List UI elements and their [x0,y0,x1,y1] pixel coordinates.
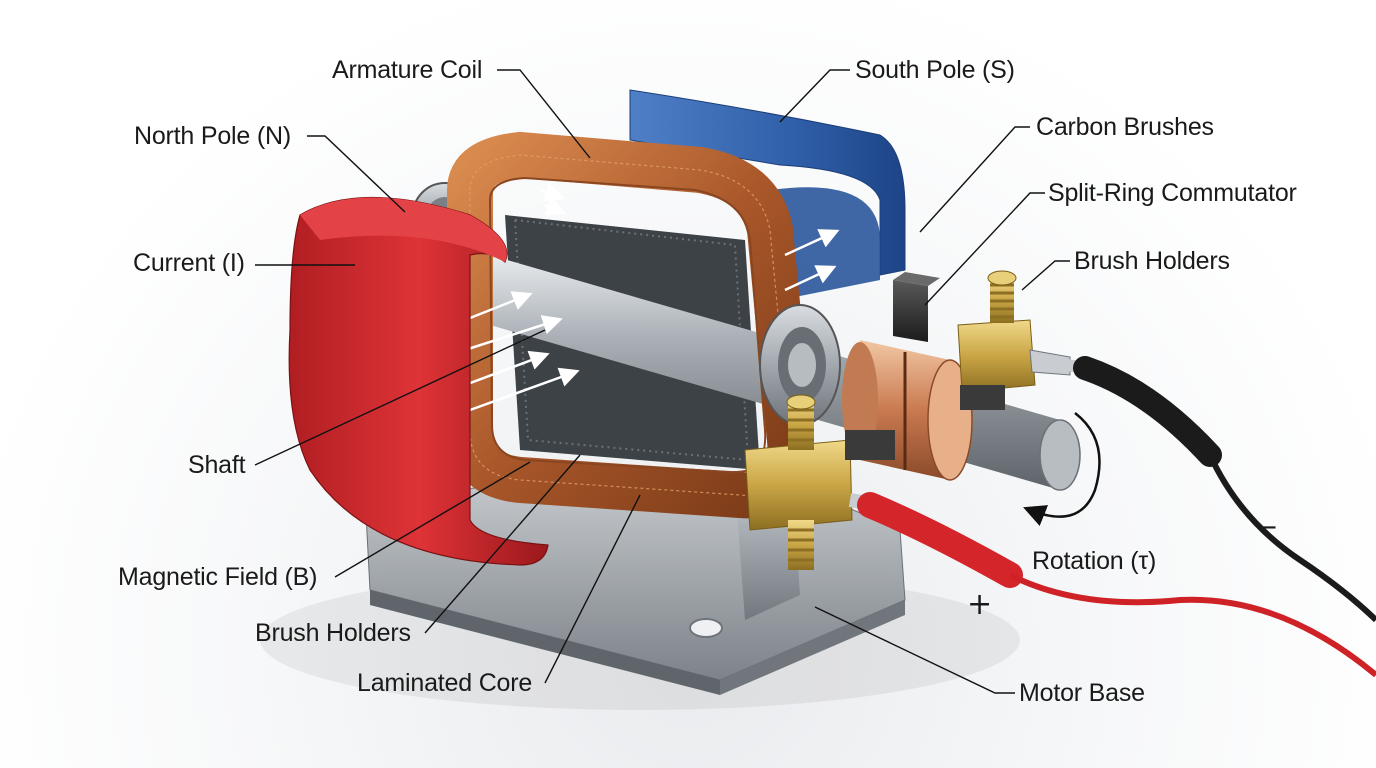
south-pole-magnet [629,89,906,276]
label-current: Current (I) [133,249,245,277]
label-armature-coil: Armature Coil [332,56,483,84]
carbon-brush [893,272,940,342]
brush-holder-bottom [744,394,895,570]
label-brush-holders-bottom: Brush Holders [255,619,411,647]
negative-terminal-sign: – [1262,509,1277,544]
negative-lead [1064,356,1376,623]
leader-lines [254,69,1070,694]
label-split-ring-commutator: Split-Ring Commutator [1048,179,1297,207]
rotation-arrow [1023,412,1101,527]
label-brush-holders-top: Brush Holders [1074,247,1230,275]
brush-holder-top [957,270,1071,410]
label-south-pole: South Pole (S) [855,56,1015,84]
positive-terminal-sign: + [967,587,993,622]
field-arrows [464,182,840,412]
label-carbon-brushes: Carbon Brushes [1036,113,1214,141]
label-rotation: Rotation (τ) [1032,547,1157,575]
positive-lead [848,492,1376,678]
label-magnetic-field: Magnetic Field (B) [118,563,318,591]
label-laminated-core: Laminated Core [357,669,533,697]
label-shaft: Shaft [188,451,246,479]
label-motor-base: Motor Base [1019,679,1145,707]
label-north-pole: North Pole (N) [134,122,291,150]
